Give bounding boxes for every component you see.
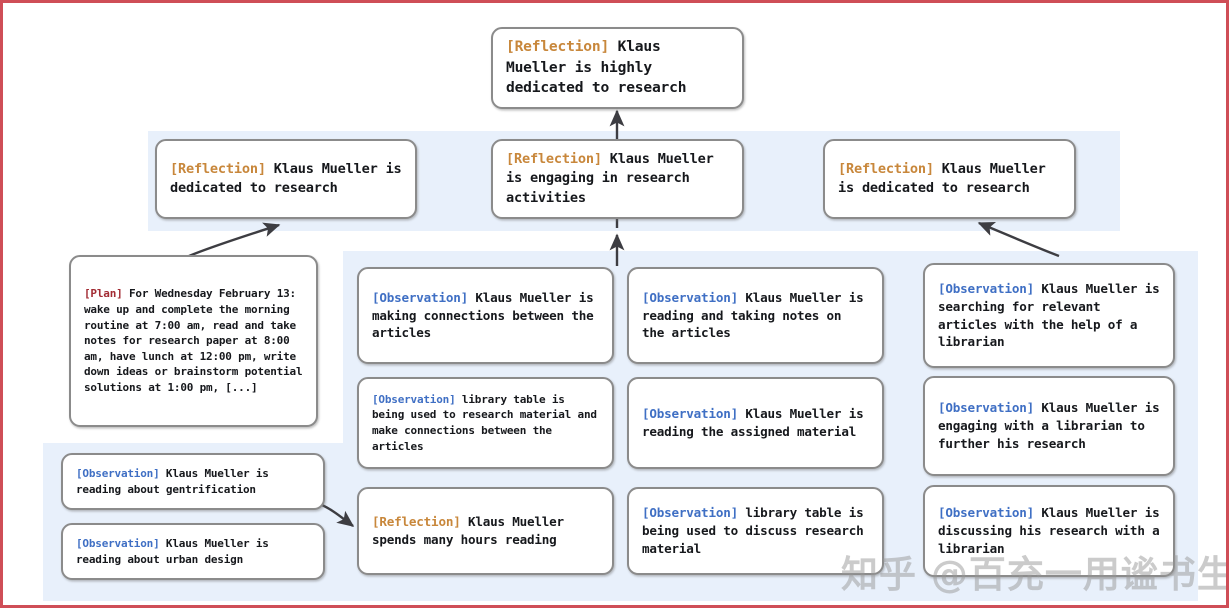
column-right-3-text: [Observation] Klaus Mueller is discussin… [925,504,1173,558]
root-reflection-text: [Reflection] Klaus Mueller is highly ded… [493,37,742,99]
column-right-2-body: Klaus Mueller is engaging with a librari… [938,400,1167,451]
column-mid-3-text: [Observation] library table is being use… [629,504,882,558]
plan-tag: [Plan] [84,287,123,301]
column-mid-2-text: [Observation] Klaus Mueller is reading t… [629,405,882,441]
column-right-2-text: [Observation] Klaus Mueller is engaging … [925,399,1173,453]
plan-text: [Plan] For Wednesday February 13: wake u… [71,286,316,395]
column-right-3-body: Klaus Mueller is discussing his research… [938,505,1167,556]
root-reflection-node[interactable]: [Reflection] Klaus Mueller is highly ded… [491,27,744,109]
observation-tag: [Observation] [76,536,160,550]
column-right-1-text: [Observation] Klaus Mueller is searching… [925,280,1173,352]
observation-tag: [Observation] [938,280,1034,296]
left-observation-node-2[interactable]: [Observation] Klaus Mueller is reading a… [61,523,325,580]
column-left-node-1[interactable]: [Observation] Klaus Mueller is making co… [357,267,614,364]
column-left-node-3[interactable]: [Reflection] Klaus Mueller spends many h… [357,487,614,575]
plan-body: For Wednesday February 13: wake up and c… [84,287,309,395]
observation-tag: [Observation] [938,400,1034,416]
column-right-node-2[interactable]: [Observation] Klaus Mueller is engaging … [923,376,1175,476]
reflection-tag: [Reflection] [838,160,934,177]
root-reflection-body: Klaus Mueller is highly dedicated to res… [506,37,687,97]
column-left-3-text: [Reflection] Klaus Mueller spends many h… [359,513,612,549]
left-observation-1-text: [Observation] Klaus Mueller is reading a… [63,466,323,497]
reflection-tag: [Reflection] [170,160,266,177]
column-mid-1-text: [Observation] Klaus Mueller is reading a… [629,289,882,343]
column-right-node-3[interactable]: [Observation] Klaus Mueller is discussin… [923,485,1175,577]
reflection-2-text: [Reflection] Klaus Mueller is engaging i… [493,150,742,208]
left-observation-node-1[interactable]: [Observation] Klaus Mueller is reading a… [61,453,325,510]
column-mid-2-body: Klaus Mueller is reading the assigned ma… [642,406,871,439]
reflection-node-3[interactable]: [Reflection] Klaus Mueller is dedicated … [823,139,1076,219]
reflection-1-text: [Reflection] Klaus Mueller is dedicated … [157,160,415,199]
column-mid-1-body: Klaus Mueller is reading and taking note… [642,289,871,341]
observation-tag: [Observation] [642,406,738,422]
reflection-node-2[interactable]: [Reflection] Klaus Mueller is engaging i… [491,139,744,219]
column-right-node-1[interactable]: [Observation] Klaus Mueller is searching… [923,263,1175,368]
column-mid-node-3[interactable]: [Observation] library table is being use… [627,487,884,575]
left-observation-2-text: [Observation] Klaus Mueller is reading a… [63,536,323,567]
column-left-node-2[interactable]: [Observation] library table is being use… [357,377,614,469]
reflection-3-body: Klaus Mueller is dedicated to research [838,160,1054,196]
column-left-2-text: [Observation] library table is being use… [359,392,612,454]
reflection-2-body: Klaus Mueller is engaging in research ac… [506,151,722,206]
reflection-3-text: [Reflection] Klaus Mueller is dedicated … [825,160,1074,199]
column-left-3-body: Klaus Mueller spends many hours reading [372,514,572,547]
left-observation-2-body: Klaus Mueller is reading about urban des… [76,536,276,566]
observation-tag: [Observation] [372,392,456,406]
reflection-1-body: Klaus Mueller is dedicated to research [170,160,410,196]
column-left-1-body: Klaus Mueller is making connections betw… [372,289,601,341]
column-left-1-text: [Observation] Klaus Mueller is making co… [359,289,612,343]
observation-tag: [Observation] [372,289,468,305]
observation-tag: [Observation] [76,466,160,480]
reflection-tag: [Reflection] [506,37,610,55]
plan-node[interactable]: [Plan] For Wednesday February 13: wake u… [69,255,318,427]
left-observation-1-body: Klaus Mueller is reading about gentrific… [76,466,276,496]
observation-tag: [Observation] [938,505,1034,521]
reflection-tag: [Reflection] [372,514,461,530]
observation-tag: [Observation] [642,505,738,521]
column-left-2-body: library table is being used to research … [372,392,604,453]
column-mid-node-1[interactable]: [Observation] Klaus Mueller is reading a… [627,267,884,364]
column-mid-node-2[interactable]: [Observation] Klaus Mueller is reading t… [627,377,884,469]
reflection-tag: [Reflection] [506,151,602,168]
observation-tag: [Observation] [642,289,738,305]
column-right-1-body: Klaus Mueller is searching for relevant … [938,280,1167,350]
column-mid-3-body: library table is being used to discuss r… [642,505,871,556]
reflection-node-1[interactable]: [Reflection] Klaus Mueller is dedicated … [155,139,417,219]
